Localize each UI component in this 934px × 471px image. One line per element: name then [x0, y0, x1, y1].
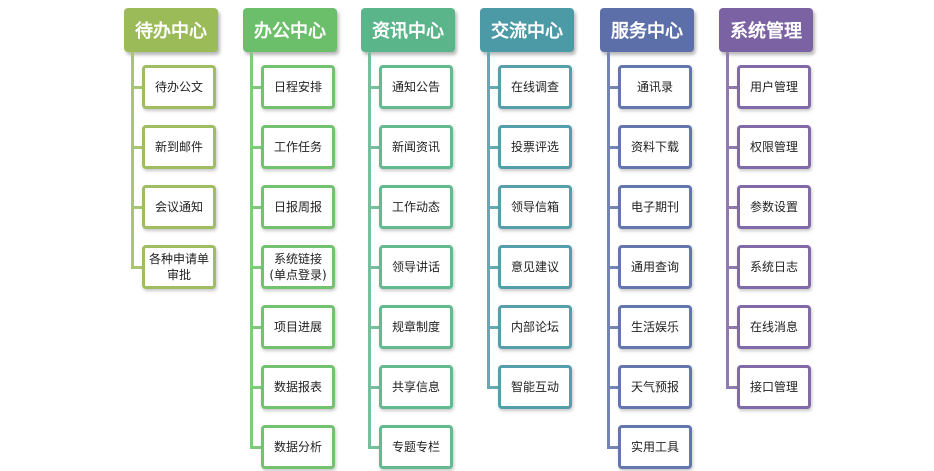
connector-vertical-service — [607, 52, 610, 449]
column-header-exchange: 交流中心 — [480, 8, 574, 52]
menu-node-system: 参数设置 — [737, 185, 811, 229]
connector-branch — [250, 86, 262, 89]
menu-node-news: 规章制度 — [379, 305, 453, 349]
connector-branch — [726, 86, 738, 89]
connector-branch — [131, 206, 143, 209]
connector-vertical-news — [368, 52, 371, 449]
column-header-news: 资讯中心 — [361, 8, 455, 52]
connector-branch — [487, 326, 499, 329]
connector-branch — [607, 86, 619, 89]
connector-branch — [607, 326, 619, 329]
menu-node-service: 实用工具 — [618, 425, 692, 469]
connector-vertical-exchange — [487, 52, 490, 389]
menu-node-service: 天气预报 — [618, 365, 692, 409]
connector-branch — [726, 326, 738, 329]
menu-node-office: 日报周报 — [261, 185, 335, 229]
menu-node-service: 资料下载 — [618, 125, 692, 169]
menu-node-service: 通讯录 — [618, 65, 692, 109]
menu-node-service: 通用查询 — [618, 245, 692, 289]
menu-node-system: 权限管理 — [737, 125, 811, 169]
connector-branch — [487, 146, 499, 149]
connector-branch — [726, 206, 738, 209]
column-header-office: 办公中心 — [243, 8, 337, 52]
connector-branch — [607, 206, 619, 209]
connector-branch — [487, 266, 499, 269]
menu-node-office: 数据分析 — [261, 425, 335, 469]
menu-node-office: 项目进展 — [261, 305, 335, 349]
connector-branch — [368, 146, 380, 149]
connector-branch — [726, 146, 738, 149]
connector-branch — [726, 266, 738, 269]
menu-node-pending: 待办公文 — [142, 65, 216, 109]
connector-branch — [607, 386, 619, 389]
connector-branch — [250, 206, 262, 209]
menu-node-system: 系统日志 — [737, 245, 811, 289]
column-header-pending: 待办中心 — [124, 8, 218, 52]
menu-node-news: 工作动态 — [379, 185, 453, 229]
connector-branch — [250, 386, 262, 389]
menu-node-news: 专题专栏 — [379, 425, 453, 469]
menu-node-news: 通知公告 — [379, 65, 453, 109]
connector-branch — [368, 446, 380, 449]
menu-node-exchange: 投票评选 — [498, 125, 572, 169]
connector-branch — [607, 446, 619, 449]
connector-vertical-system — [726, 52, 729, 389]
menu-node-pending: 会议通知 — [142, 185, 216, 229]
connector-branch — [487, 206, 499, 209]
connector-branch — [368, 86, 380, 89]
menu-node-pending: 各种申请单审批 — [142, 245, 216, 289]
menu-node-system: 接口管理 — [737, 365, 811, 409]
connector-branch — [368, 326, 380, 329]
menu-node-pending: 新到邮件 — [142, 125, 216, 169]
menu-node-system: 在线消息 — [737, 305, 811, 349]
menu-node-exchange: 在线调查 — [498, 65, 572, 109]
connector-branch — [487, 386, 499, 389]
connector-branch — [131, 266, 143, 269]
connector-branch — [487, 86, 499, 89]
connector-branch — [250, 326, 262, 329]
menu-node-exchange: 领导信箱 — [498, 185, 572, 229]
menu-node-service: 电子期刊 — [618, 185, 692, 229]
connector-vertical-pending — [131, 52, 134, 269]
connector-branch — [607, 266, 619, 269]
menu-node-office: 数据报表 — [261, 365, 335, 409]
connector-branch — [250, 266, 262, 269]
menu-node-news: 共享信息 — [379, 365, 453, 409]
menu-node-service: 生活娱乐 — [618, 305, 692, 349]
menu-node-news: 新闻资讯 — [379, 125, 453, 169]
connector-branch — [250, 446, 262, 449]
menu-node-exchange: 意见建议 — [498, 245, 572, 289]
connector-branch — [726, 386, 738, 389]
column-header-service: 服务中心 — [600, 8, 694, 52]
connector-branch — [607, 146, 619, 149]
connector-branch — [368, 206, 380, 209]
menu-node-exchange: 智能互动 — [498, 365, 572, 409]
column-header-system: 系统管理 — [719, 8, 813, 52]
menu-node-system: 用户管理 — [737, 65, 811, 109]
connector-vertical-office — [250, 52, 253, 449]
connector-branch — [250, 146, 262, 149]
menu-node-office: 工作任务 — [261, 125, 335, 169]
menu-node-news: 领导讲话 — [379, 245, 453, 289]
connector-branch — [368, 386, 380, 389]
menu-node-office: 日程安排 — [261, 65, 335, 109]
menu-node-exchange: 内部论坛 — [498, 305, 572, 349]
connector-branch — [368, 266, 380, 269]
connector-branch — [131, 146, 143, 149]
connector-branch — [131, 86, 143, 89]
menu-node-office: 系统链接(单点登录) — [261, 245, 335, 289]
